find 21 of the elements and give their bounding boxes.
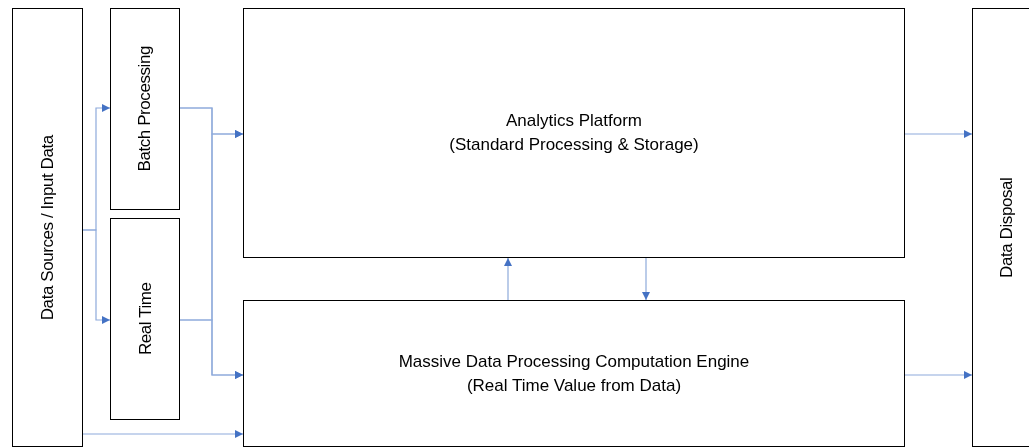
process-box (110, 218, 180, 420)
process-box (243, 300, 905, 447)
connector-arrow (82, 429, 244, 439)
process-box (972, 8, 1029, 447)
box-label: Batch Processing (134, 46, 156, 172)
process-box (243, 8, 905, 258)
box-label: Real Time (134, 282, 156, 356)
box-label: Data Disposal (996, 177, 1018, 278)
connector-arrow (503, 257, 513, 301)
connector-arrow (904, 370, 973, 380)
process-box (110, 8, 180, 210)
box-label: (Standard Processing & Storage) (449, 134, 699, 156)
box-label: Analytics Platform (505, 110, 642, 132)
process-box (12, 8, 83, 447)
box-label: Data Sources / Input Data (36, 135, 58, 320)
box-label: (Real Time Value from Data) (466, 374, 682, 397)
connector-arrow (641, 257, 651, 301)
connector-arrow (179, 319, 244, 380)
box-label: Massive Data Processing Computation Engine (398, 350, 750, 373)
connector-arrow (904, 129, 973, 139)
connector-arrow (82, 229, 111, 325)
